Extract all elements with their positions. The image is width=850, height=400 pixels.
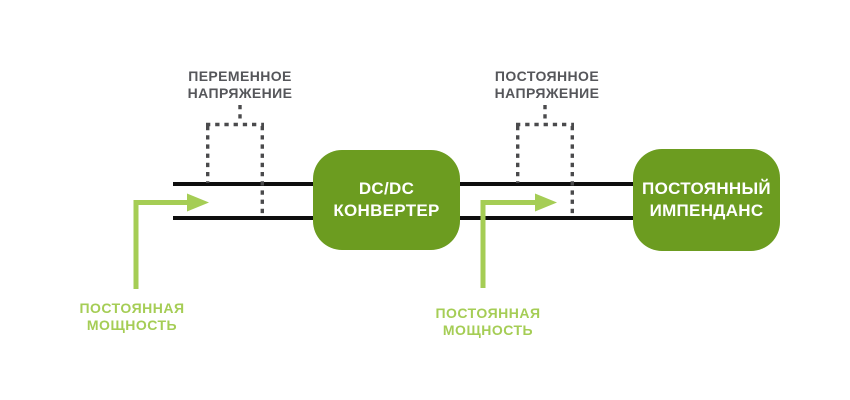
constant-power-label-middle-line1: ПОСТОЯННАЯ [435,305,541,321]
dc-voltage-label-line2: НАПРЯЖЕНИЕ [494,85,600,101]
arrow-head [535,193,557,212]
ac-voltage-probe-icon [205,105,264,217]
constant-power-label-left-line1: ПОСТОЯННАЯ [79,300,185,316]
dc-voltage-probe-icon [516,105,574,217]
dc-voltage-label: ПОСТОЯННОЕ НАПРЯЖЕНИЕ [447,68,647,102]
constant-power-label-middle: ПОСТОЯННАЯ МОЩНОСТЬ [388,305,588,339]
constant-power-label-left: ПОСТОЯННАЯ МОЩНОСТЬ [32,300,232,334]
dcdc-converter-block: DC/DC КОНВЕРТЕР [313,150,460,250]
constant-power-arrow-middle [480,193,557,288]
arrow-shaft [133,200,188,289]
constant-power-label-middle-line2: МОЩНОСТЬ [442,322,534,338]
constant-impedance-label-line2: ИМПЕНДАНС [649,201,764,220]
constant-impedance-label-line1: ПОСТОЯННЫЙ [642,179,771,198]
ac-voltage-label-line2: НАПРЯЖЕНИЕ [187,85,293,101]
constant-impedance-block: ПОСТОЯННЫЙ ИМПЕНДАНС [633,149,780,251]
ac-voltage-label-line1: ПЕРЕМЕННОЕ [188,68,292,84]
arrow-head [187,193,209,212]
dcdc-converter-label-line1: DC/DC [358,179,415,198]
constant-power-label-left-line2: МОЩНОСТЬ [86,317,178,333]
arrow-shaft [480,200,536,288]
constant-power-arrow-left [133,193,209,289]
ac-voltage-label: ПЕРЕМЕННОЕ НАПРЯЖЕНИЕ [140,68,340,102]
dc-voltage-label-line1: ПОСТОЯННОЕ [494,68,600,84]
dcdc-converter-label-line2: КОНВЕРТЕР [333,201,440,220]
